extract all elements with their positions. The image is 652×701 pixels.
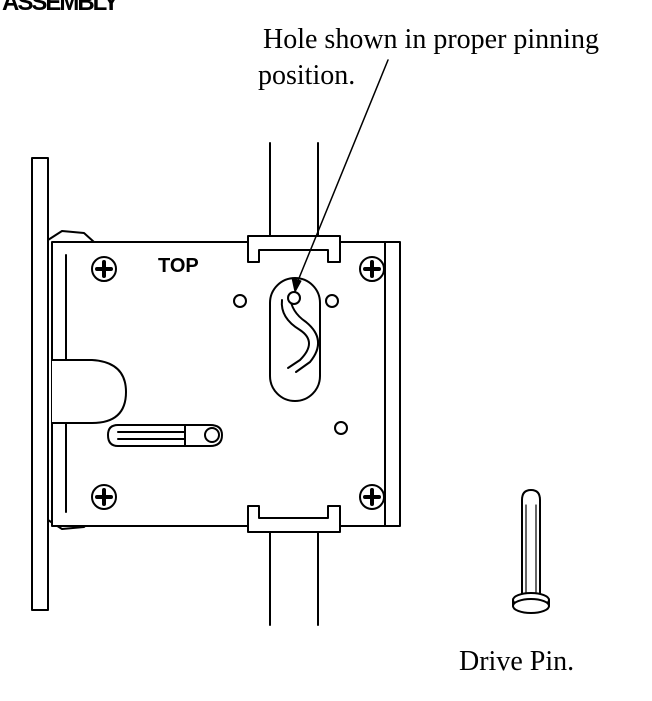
vertical-rods	[269, 142, 319, 626]
small-hole-lower	[334, 421, 348, 435]
callout-leader	[291, 59, 389, 293]
screw-top-right	[359, 256, 385, 282]
callout-text-line-1: Hole shown in proper pinning	[263, 24, 599, 55]
callout-text-line-2: position.	[258, 60, 356, 91]
screw-bottom-left	[91, 484, 117, 510]
page-header-title: ASSEMBLY	[2, 0, 119, 16]
screw-top-left	[91, 256, 117, 282]
rod-bracket-top	[247, 235, 341, 263]
rod-bracket-bottom	[247, 505, 341, 533]
cam-slot	[269, 277, 321, 402]
top-stamp-label: TOP	[158, 255, 199, 277]
screw-bottom-right	[359, 484, 385, 510]
small-hole-right	[325, 294, 339, 308]
slide-slot	[107, 424, 223, 447]
small-hole-left	[233, 294, 247, 308]
drive-pin-caption: Drive Pin.	[459, 646, 575, 677]
drive-pin	[512, 489, 550, 614]
face-plate	[31, 157, 95, 611]
latch-bolt	[51, 359, 127, 424]
